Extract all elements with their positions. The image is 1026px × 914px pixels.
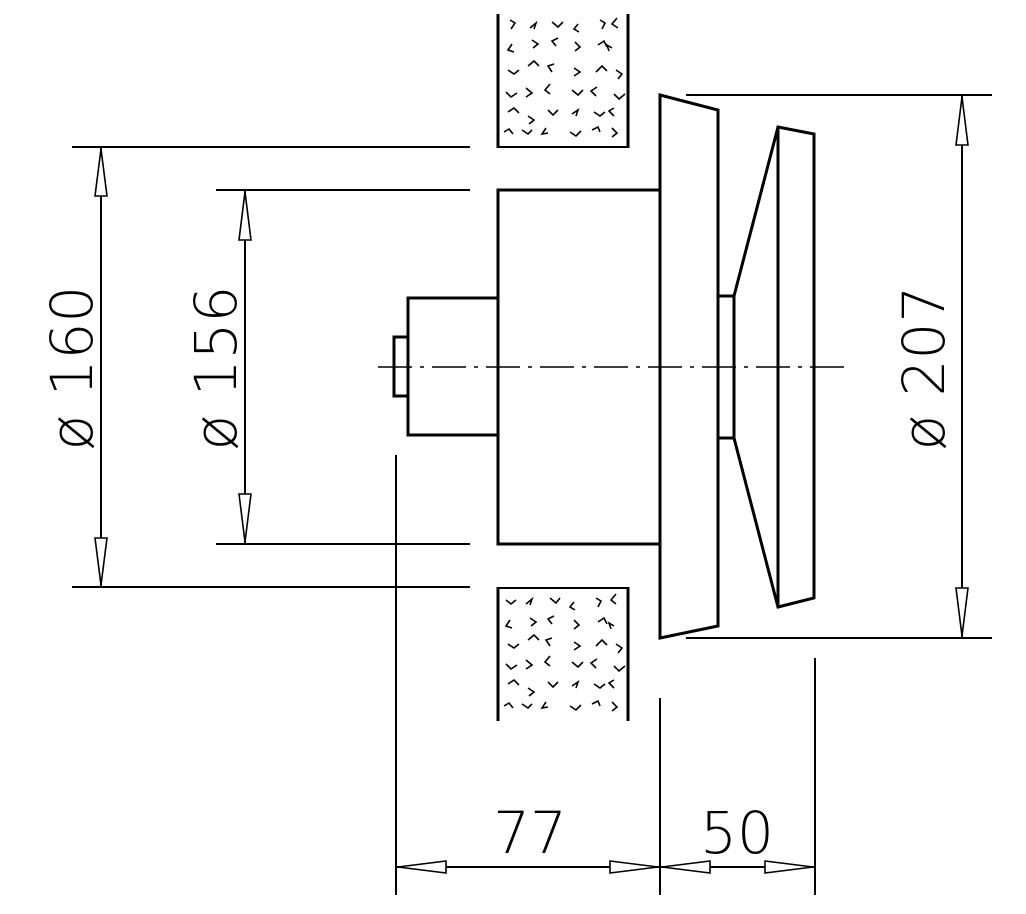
grain-hatching-top bbox=[503, 17, 626, 138]
dim-label-207: ø 207 bbox=[890, 286, 958, 451]
arrow-160-bottom bbox=[94, 537, 108, 586]
dim-label-50: 50 bbox=[700, 799, 774, 867]
arrow-77-right bbox=[609, 860, 659, 874]
wheel-section-bottom bbox=[496, 587, 630, 721]
dim-label-156: ø 156 bbox=[182, 286, 250, 451]
arrow-207-top bbox=[955, 96, 969, 146]
arrow-50-left bbox=[661, 860, 711, 874]
tapered-flange bbox=[658, 93, 720, 640]
grain-hatching-bottom bbox=[503, 593, 626, 712]
arrow-77-left bbox=[397, 860, 447, 874]
arrow-156-bottom bbox=[238, 493, 252, 543]
wheel-section-top bbox=[496, 14, 630, 148]
arrow-156-top bbox=[238, 191, 252, 241]
arrow-50-right bbox=[764, 860, 814, 874]
dim-label-77: 77 bbox=[493, 799, 567, 867]
flange-hub bbox=[496, 188, 662, 546]
arrow-207-bottom bbox=[955, 587, 969, 637]
arrow-160-top bbox=[94, 148, 108, 197]
dim-label-160: ø 160 bbox=[38, 286, 106, 451]
